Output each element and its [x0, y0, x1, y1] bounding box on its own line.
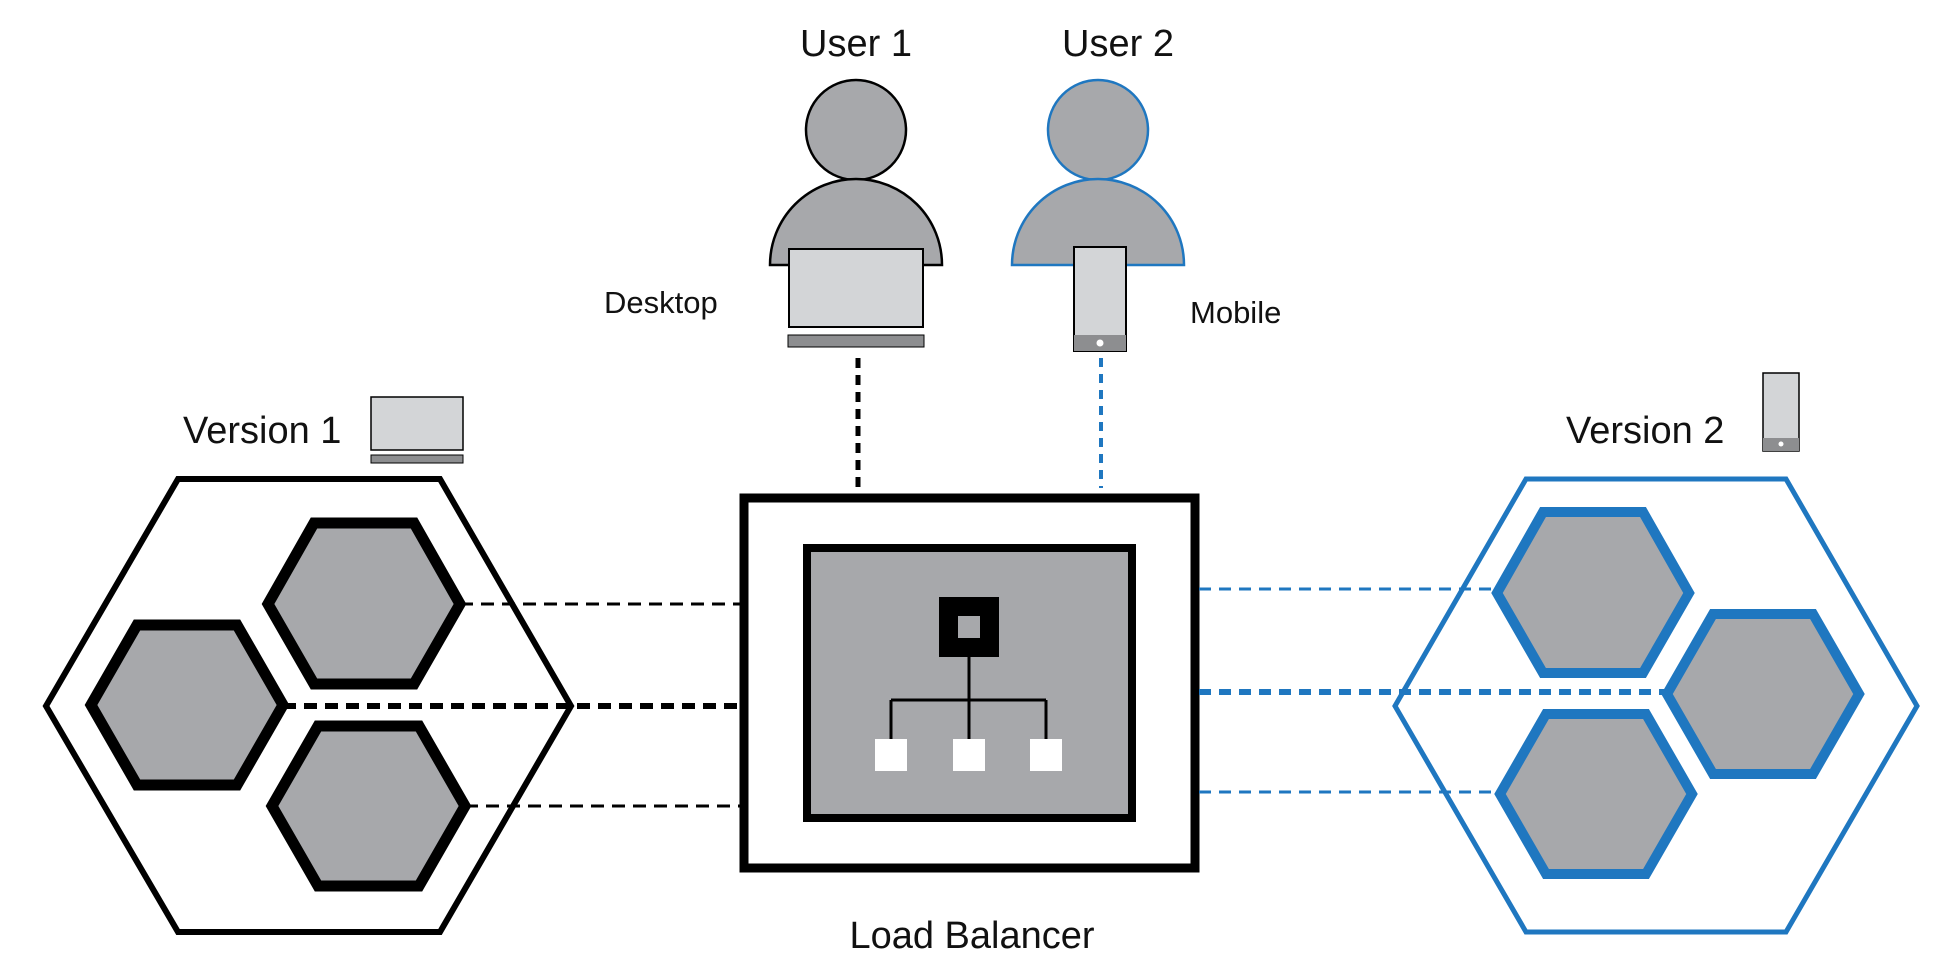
- version-2-node-top: [1491, 507, 1695, 678]
- version-2-label: Version 2: [1566, 410, 1724, 452]
- version-1-node-left: [84, 619, 290, 791]
- network-hierarchy-icon: [875, 597, 1062, 771]
- mobile-icon: [1073, 246, 1127, 352]
- user-1-avatar-icon: [768, 78, 944, 267]
- user-2-label: User 2: [1062, 23, 1174, 65]
- version-2-node-right: [1661, 609, 1865, 779]
- version-1-node-bottom: [265, 720, 472, 892]
- desktop-label: Desktop: [604, 285, 718, 320]
- desktop-icon: [787, 248, 925, 348]
- user-2-avatar-icon: [1010, 78, 1186, 267]
- version-2-node-bottom: [1494, 709, 1698, 879]
- load-balancer: [739, 493, 1200, 873]
- load-balancer-label: Load Balancer: [849, 915, 1094, 957]
- version-2-mobile-icon: [1762, 372, 1800, 452]
- version-1-label: Version 1: [183, 410, 341, 452]
- mobile-label: Mobile: [1190, 295, 1281, 330]
- version-1-desktop-icon: [370, 396, 464, 464]
- user-1-label: User 1: [800, 23, 912, 65]
- version-1-node-top: [261, 517, 467, 690]
